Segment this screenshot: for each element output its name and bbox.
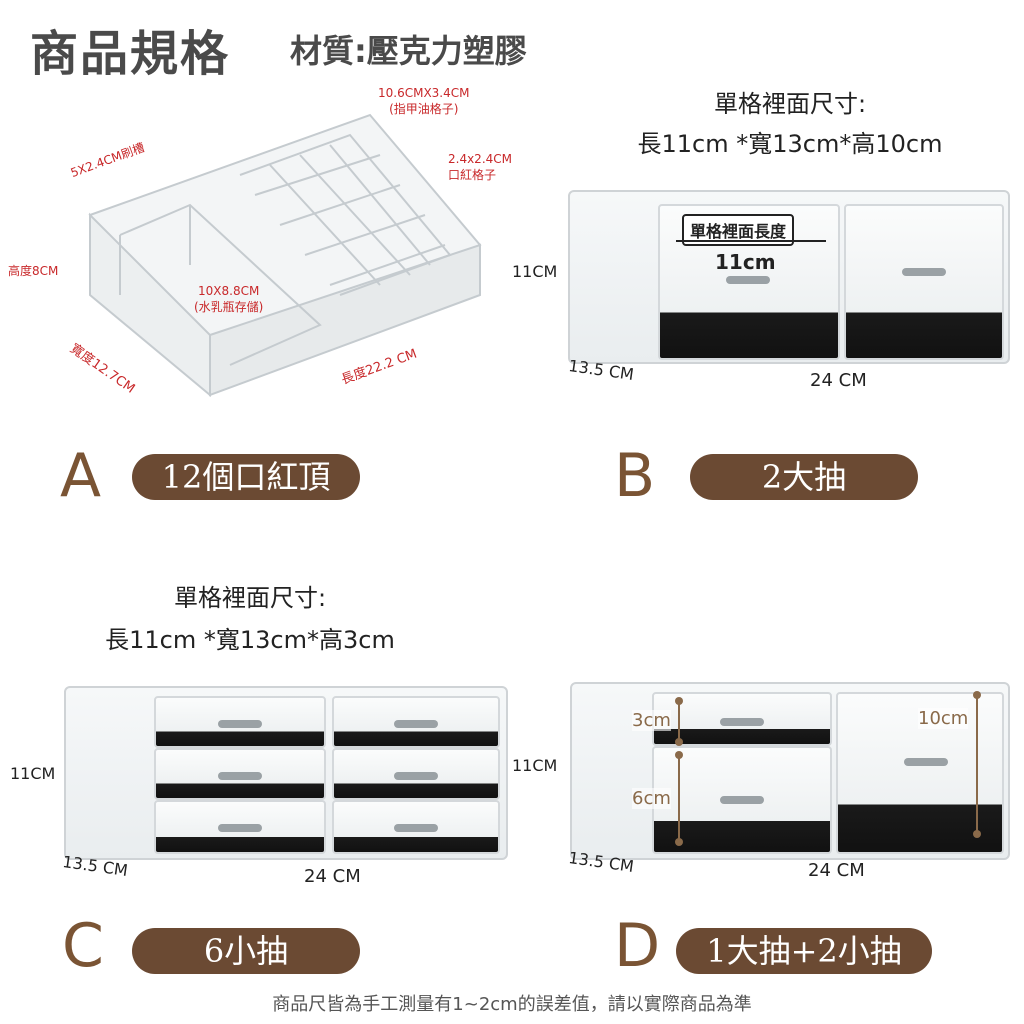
drawer-handle-icon (394, 824, 438, 832)
label-nail-slot-sub: (指甲油格子) (389, 102, 459, 116)
measure-dot-icon (973, 691, 981, 699)
measure-dot-icon (675, 751, 683, 759)
product-c-name-badge: 6小抽 (132, 928, 360, 974)
product-d-drawer-medium (652, 746, 832, 854)
page-title: 商品規格 (30, 26, 231, 82)
drawer-handle-icon (720, 718, 764, 726)
label-bottle-slot-sub: (水乳瓶存儲) (194, 300, 264, 314)
drawer-handle-icon (218, 772, 262, 780)
product-c-drawer-1 (154, 696, 326, 748)
product-d-mid-height: 6cm (632, 788, 671, 809)
product-b-spec-dims: 長11cm *寬13cm*高10cm (637, 130, 943, 158)
product-c-drawer-5 (154, 800, 326, 854)
product-c-spec-title: 單格裡面尺寸: (173, 584, 327, 612)
product-c-height: 11CM (10, 764, 56, 783)
measure-medium (678, 754, 680, 842)
label-lipstick-slot: 2.4x2.4CM 口紅格子 (448, 152, 512, 183)
product-d-height: 11CM (512, 756, 558, 775)
product-c-drawer-2 (332, 696, 500, 748)
measure-dot-icon (675, 697, 683, 705)
drawer-handle-icon (394, 720, 438, 728)
product-d-letter: D (614, 911, 661, 981)
product-b-width: 24 CM (810, 370, 867, 391)
product-d-name-badge: 1大抽+2小抽 (676, 928, 932, 974)
drawer-handle-icon (394, 772, 438, 780)
label-bottle-slot-dim: 10X8.8CM (198, 284, 260, 298)
material-subtitle: 材質:壓克力塑膠 (290, 32, 527, 70)
measure-small (678, 700, 680, 742)
product-c-drawer-4 (332, 748, 500, 800)
drawer-handle-icon (902, 268, 946, 276)
drawer-handle-icon (726, 276, 770, 284)
product-b-name-badge: 2大抽 (690, 454, 918, 500)
drawer-handle-icon (720, 796, 764, 804)
product-d-small-height: 3cm (632, 710, 671, 731)
label-nail-slot-dim: 10.6CMX3.4CM (378, 86, 470, 100)
product-d-big-height: 10cm (918, 708, 969, 729)
product-b-height: 11CM (512, 262, 558, 281)
product-b-inner-value: 11cm (715, 250, 776, 274)
drawer-handle-icon (218, 720, 262, 728)
label-lipstick-slot-sub: 口紅格子 (448, 168, 497, 182)
product-c-letter: C (62, 911, 104, 981)
acrylic-organizer-illustration (88, 113, 482, 398)
product-a-name-badge: 12個口紅頂 (132, 454, 360, 500)
measure-dot-icon (675, 738, 683, 746)
label-height-a: 高度8CM (8, 264, 59, 278)
footer-disclaimer: 商品尺皆為手工測量有1~2cm的誤差值，請以實際商品為準 (272, 994, 752, 1015)
measure-dot-icon (675, 838, 683, 846)
label-bottle-slot: 10X8.8CM (水乳瓶存儲) (194, 284, 263, 315)
drawer-handle-icon (904, 758, 948, 766)
product-c-spec-dims: 長11cm *寬13cm*高3cm (105, 626, 395, 654)
product-a-letter: A (60, 441, 102, 511)
product-c-drawer-6 (332, 800, 500, 854)
product-a-image (80, 95, 500, 425)
product-b-spec-title: 單格裡面尺寸: (713, 90, 867, 118)
product-c-drawer-3 (154, 748, 326, 800)
label-nail-slot: 10.6CMX3.4CM (指甲油格子) (378, 86, 470, 117)
label-lipstick-slot-dim: 2.4x2.4CM (448, 152, 513, 166)
product-d-width: 24 CM (808, 860, 865, 881)
measure-large (976, 694, 978, 834)
measure-dot-icon (973, 830, 981, 838)
product-b-letter: B (614, 441, 656, 511)
product-c-width: 24 CM (304, 866, 361, 887)
product-b-drawer-right (844, 204, 1004, 360)
product-b-measure-line (676, 240, 826, 242)
drawer-handle-icon (218, 824, 262, 832)
